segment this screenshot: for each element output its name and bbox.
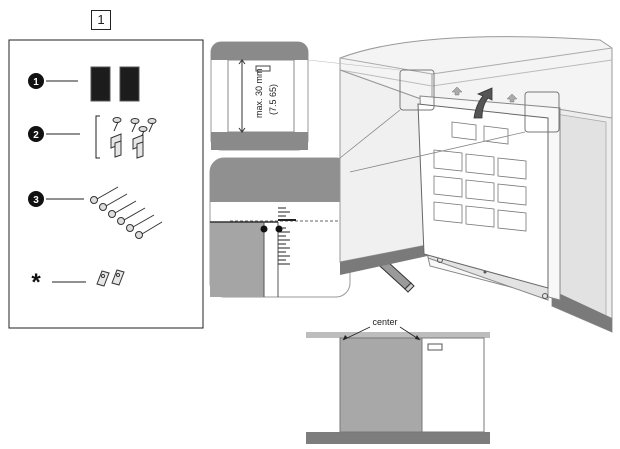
part-1: 1 (28, 66, 140, 102)
part-3-marker: 3 (33, 195, 39, 206)
part-1-marker: 1 (33, 77, 39, 88)
step-number: 1 (91, 10, 111, 30)
height-callout-line2: (7.5 65) (268, 84, 278, 115)
adhesive-strip-left (90, 66, 111, 102)
height-detail: max. 30 mm (7.5 65) (210, 41, 309, 151)
part-3: 3 (28, 186, 163, 239)
adhesive-strip-right (119, 66, 140, 102)
part-2-marker: 2 (33, 130, 39, 141)
magnified-detail (209, 157, 351, 298)
part-extra-marker: * (31, 269, 41, 296)
height-callout-line1: max. 30 mm (254, 68, 264, 118)
part-extra: * (31, 269, 125, 296)
up-arrow-icon (473, 87, 493, 119)
part-2: 2 (28, 115, 157, 159)
parts-panel: 1 2 (8, 39, 204, 329)
cabinet-illustration (307, 36, 613, 333)
center-view: center (306, 317, 490, 444)
center-label: center (372, 317, 397, 327)
